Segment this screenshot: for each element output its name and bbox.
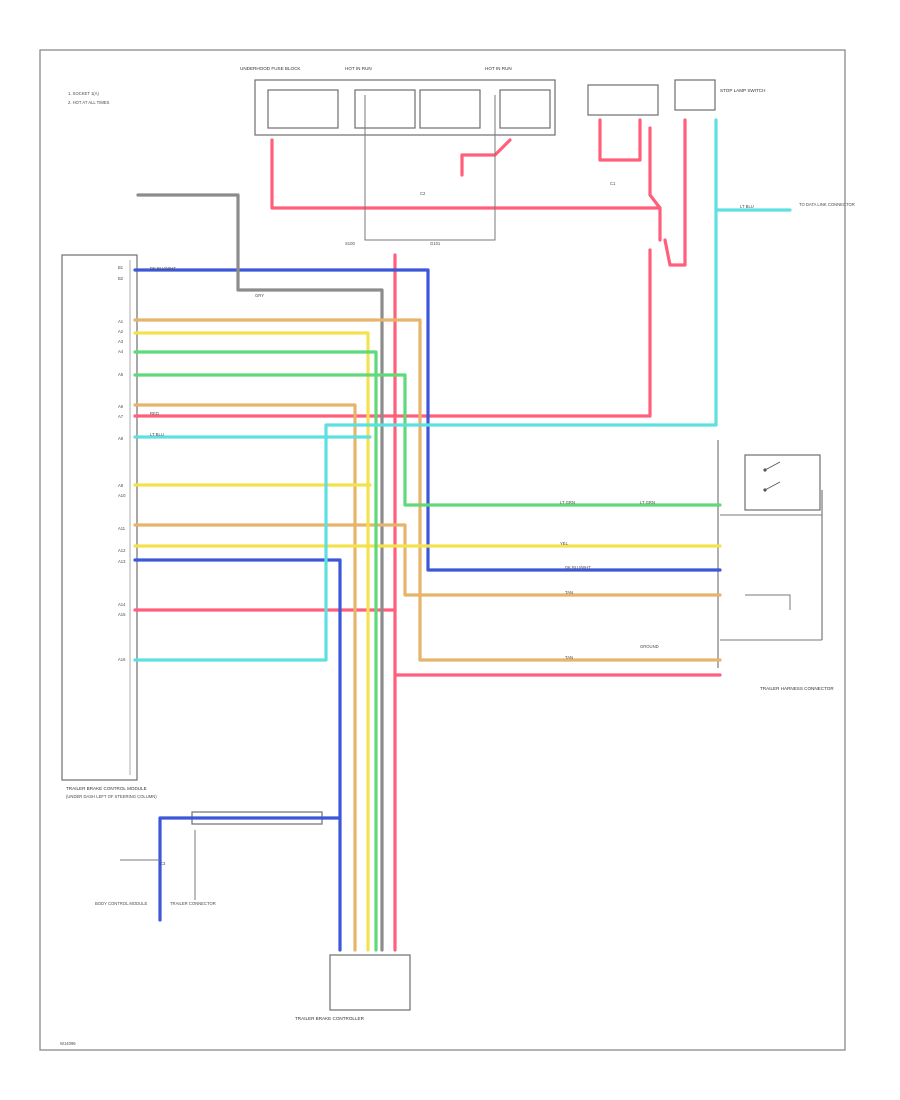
pin-label: A13 [118,559,126,564]
pin-label: A15 [118,612,126,617]
figure-id: W14096 [60,1041,76,1046]
pin-label: A8 [118,436,124,441]
wire-green-2 [133,373,722,507]
pin-label: A16 [118,657,126,662]
tcm-module [61,254,138,781]
controller-label: TRAILER BRAKE CONTROLLER [295,1016,365,1021]
label-tan: TAN [565,590,573,595]
switch-box [744,454,821,511]
pin-label: A4 [118,349,124,354]
wire-yellow-2 [133,331,370,952]
pin-label: A9 [118,483,124,488]
hot-in-run-label-1: HOT IN RUN [345,66,372,71]
controller-box [329,954,411,1011]
block-ref: C2 [420,191,426,196]
hot-in-run-label-2: HOT IN RUN [485,66,512,71]
wire-green [133,350,378,952]
label-gray: GRY [255,293,264,298]
label-yellow: YEL [560,541,569,546]
stop-lamp-label: STOP LAMP SWITCH [720,88,765,93]
wire-tan-3 [133,523,722,597]
wire-red-top [460,138,512,177]
pin-label: B2 [118,276,124,281]
pin-label: A14 [118,602,126,607]
label-blue: DK BLU/WHT [565,565,591,570]
tcm-label: TRAILER BRAKE CONTROL MODULE [66,786,147,791]
tcm-pin-list: B1 B2 A1 A2 A3 A4 A5 A6 A7 A8 A9 A10 A11… [118,265,126,662]
fuse-4 [499,89,551,129]
wire-gray [136,193,384,952]
wire-thin-4 [745,594,791,610]
wire-blue [133,268,722,572]
trailer-socket-ref: C3 [160,861,166,866]
label-red-l: RED [150,411,159,416]
label-green: LT GRN [560,500,575,505]
wire-tan-2 [133,403,357,952]
body-control-label: BODY CONTROL MODULE [95,901,148,906]
fuse-1 [267,89,339,129]
fuse-block-label: UNDERHOOD FUSE BLOCK [240,66,301,71]
wire-cyan-2 [133,118,718,662]
pin-label: A2 [118,329,124,334]
pin-label: A3 [118,339,124,344]
pin-label: B1 [118,265,124,270]
wire-red-relay [598,118,687,267]
tcm-sublabel: (UNDER DASH LEFT OF STEERING COLUMN) [66,794,157,799]
splice-label-2: G101 [430,241,441,246]
pin-label: A11 [118,526,126,531]
label-green-r: LT GRN [640,500,655,505]
wire-red-2 [133,248,652,418]
label-cyan-l: LT BLU [150,432,164,437]
fuse-2 [354,89,416,129]
wire-red [270,126,662,242]
label-cyan-r: LT BLU [740,204,754,209]
wire-thin-1 [364,95,496,241]
pin-label: A12 [118,548,126,553]
splice-label: S100 [345,241,355,246]
stop-lamp-switch [674,79,716,111]
wire-tan [133,318,722,662]
pin-label: A6 [118,404,124,409]
diagram-frame [39,49,846,1051]
pin-label: A10 [118,493,126,498]
pin-label: A5 [118,372,124,377]
ground-label: GROUND [640,644,659,649]
note-2: 2. HOT AT ALL TIMES [68,100,110,105]
label-blue-l: DK BLU/WHT [150,266,176,271]
wire-blue-2 [133,558,342,952]
label-tan-2: TAN [565,655,573,660]
trailer-harness-label: TRAILER HARNESS CONNECTOR [760,686,834,691]
fuse-3 [419,89,481,129]
note-1: 1. SOCKET 1(A) [68,91,99,96]
relay-box [587,84,659,116]
fuse-block-top [254,79,556,136]
pin-label: A7 [118,414,124,419]
relay-ref: C1 [610,181,616,186]
to-label: TO DATA LINK CONNECTOR [799,202,855,207]
trailer-socket-label: TRAILER CONNECTOR [170,901,216,906]
wire-blue-3 [158,816,342,862]
pin-label: A1 [118,319,124,324]
